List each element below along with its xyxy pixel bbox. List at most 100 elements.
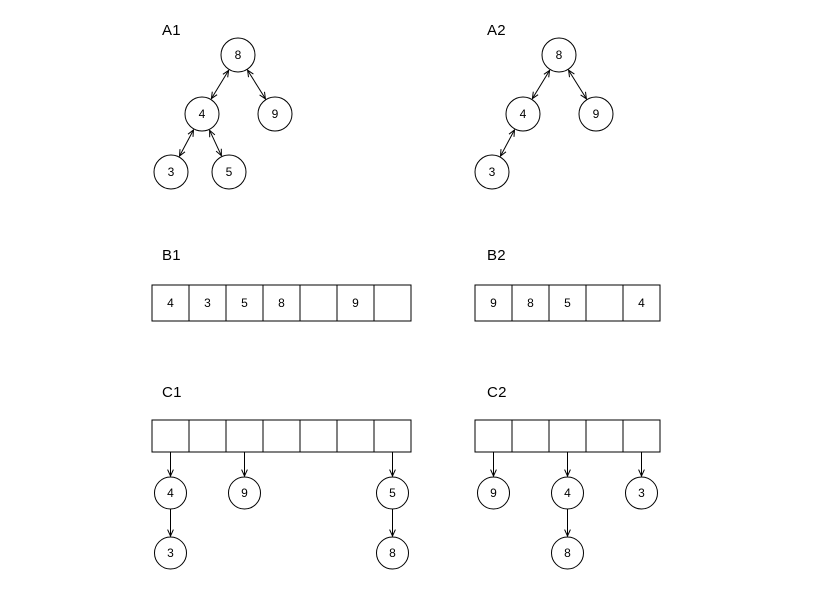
tree-node-value: 9: [272, 107, 279, 121]
array-cell-value: 8: [278, 296, 285, 310]
array-cell-value: 8: [527, 296, 534, 310]
chain-node-value: 3: [167, 546, 174, 560]
array-cell-value: 3: [204, 296, 211, 310]
section-c1: 4 3 9 5 8: [151, 419, 412, 570]
chain-node-value: 9: [490, 486, 497, 500]
array-cell: [511, 284, 550, 322]
arrowhead-icon: [638, 469, 645, 478]
arrowhead-icon: [567, 69, 575, 78]
edge-line: [500, 129, 515, 157]
arrowhead-icon: [564, 529, 571, 538]
chain-node: [154, 536, 187, 570]
edge-line: [209, 130, 222, 156]
section-label-c2: C2: [487, 384, 507, 401]
chain-node: [376, 536, 409, 570]
arrowhead-icon: [167, 469, 174, 478]
section-a1: 8 4 9 3 5: [153, 37, 293, 190]
array-cell: [336, 284, 375, 322]
chain-node-value: 4: [167, 486, 174, 500]
array-cell: [225, 284, 264, 322]
arrowhead-icon: [580, 91, 588, 100]
array-cell: [548, 419, 587, 453]
tree-node: [541, 37, 577, 73]
arrowhead-icon: [508, 128, 516, 137]
section-label-b1: B1: [162, 247, 181, 264]
array-cell: [622, 419, 661, 453]
chain-node: [625, 476, 658, 510]
tree-node: [257, 96, 293, 132]
chain-node-value: 4: [564, 486, 571, 500]
arrowhead-icon: [389, 469, 396, 478]
arrowhead-icon: [210, 91, 218, 100]
chain-node-value: 5: [389, 486, 396, 500]
array-cell: [511, 419, 550, 453]
arrowhead-icon: [490, 469, 497, 478]
array-cell: [373, 284, 412, 322]
array-cell-value: 4: [167, 296, 174, 310]
array-cell: [622, 284, 661, 322]
arrowhead-icon: [499, 149, 507, 158]
array-cell: [585, 419, 624, 453]
tree-node-value: 8: [235, 48, 242, 62]
edge-line: [531, 70, 551, 99]
chain-node: [551, 536, 584, 570]
section-b1: 4 3 5 8 9: [151, 284, 412, 322]
tree-node: [184, 96, 220, 132]
array-cell: [262, 419, 301, 453]
section-c2: 9 4 8 3: [474, 419, 661, 570]
tree-node-value: 3: [168, 165, 175, 179]
chain-node-value: 8: [389, 546, 396, 560]
tree-node: [578, 96, 614, 132]
arrowhead-icon: [209, 129, 216, 138]
tree-node: [153, 154, 189, 190]
arrowhead-icon: [222, 69, 230, 78]
array-cell: [299, 419, 338, 453]
tree-node: [474, 154, 510, 190]
arrowhead-icon: [167, 529, 174, 538]
arrowhead-icon: [187, 128, 195, 137]
edge-line: [568, 69, 587, 100]
section-label-b2: B2: [487, 247, 506, 264]
chain-node: [228, 476, 261, 510]
tree-node: [211, 154, 247, 190]
arrowhead-icon: [241, 469, 248, 478]
edge-line: [179, 129, 194, 157]
tree-node-value: 4: [199, 107, 206, 121]
tree-node-value: 9: [593, 107, 600, 121]
section-label-c1: C1: [162, 384, 182, 401]
array-cell-value: 5: [564, 296, 571, 310]
array-cell: [373, 419, 412, 453]
chain-node-value: 9: [241, 486, 248, 500]
array-cell: [225, 419, 264, 453]
section-label-a1: A1: [162, 22, 181, 39]
array-cell-value: 9: [352, 296, 359, 310]
array-cell: [299, 284, 338, 322]
arrowhead-icon: [543, 69, 551, 78]
tree-node-value: 5: [226, 165, 233, 179]
chain-node-value: 3: [638, 486, 645, 500]
tree-node-value: 8: [556, 48, 563, 62]
edge-line: [210, 70, 230, 99]
array-cell: [585, 284, 624, 322]
edge-line: [247, 69, 266, 100]
section-label-a2: A2: [487, 22, 506, 39]
array-cell: [474, 419, 513, 453]
tree-node-value: 4: [520, 107, 527, 121]
tree-node: [505, 96, 541, 132]
array-cell: [188, 419, 227, 453]
arrowhead-icon: [246, 69, 254, 78]
arrowhead-icon: [564, 469, 571, 478]
tree-node: [220, 37, 256, 73]
arrowhead-icon: [178, 149, 186, 158]
arrowhead-icon: [259, 91, 267, 100]
array-cell-value: 9: [490, 296, 497, 310]
chain-node: [477, 476, 510, 510]
arrowhead-icon: [215, 148, 222, 157]
arrowhead-icon: [389, 529, 396, 538]
array-cell-value: 5: [241, 296, 248, 310]
array-cell: [336, 419, 375, 453]
chain-node-value: 8: [564, 546, 571, 560]
